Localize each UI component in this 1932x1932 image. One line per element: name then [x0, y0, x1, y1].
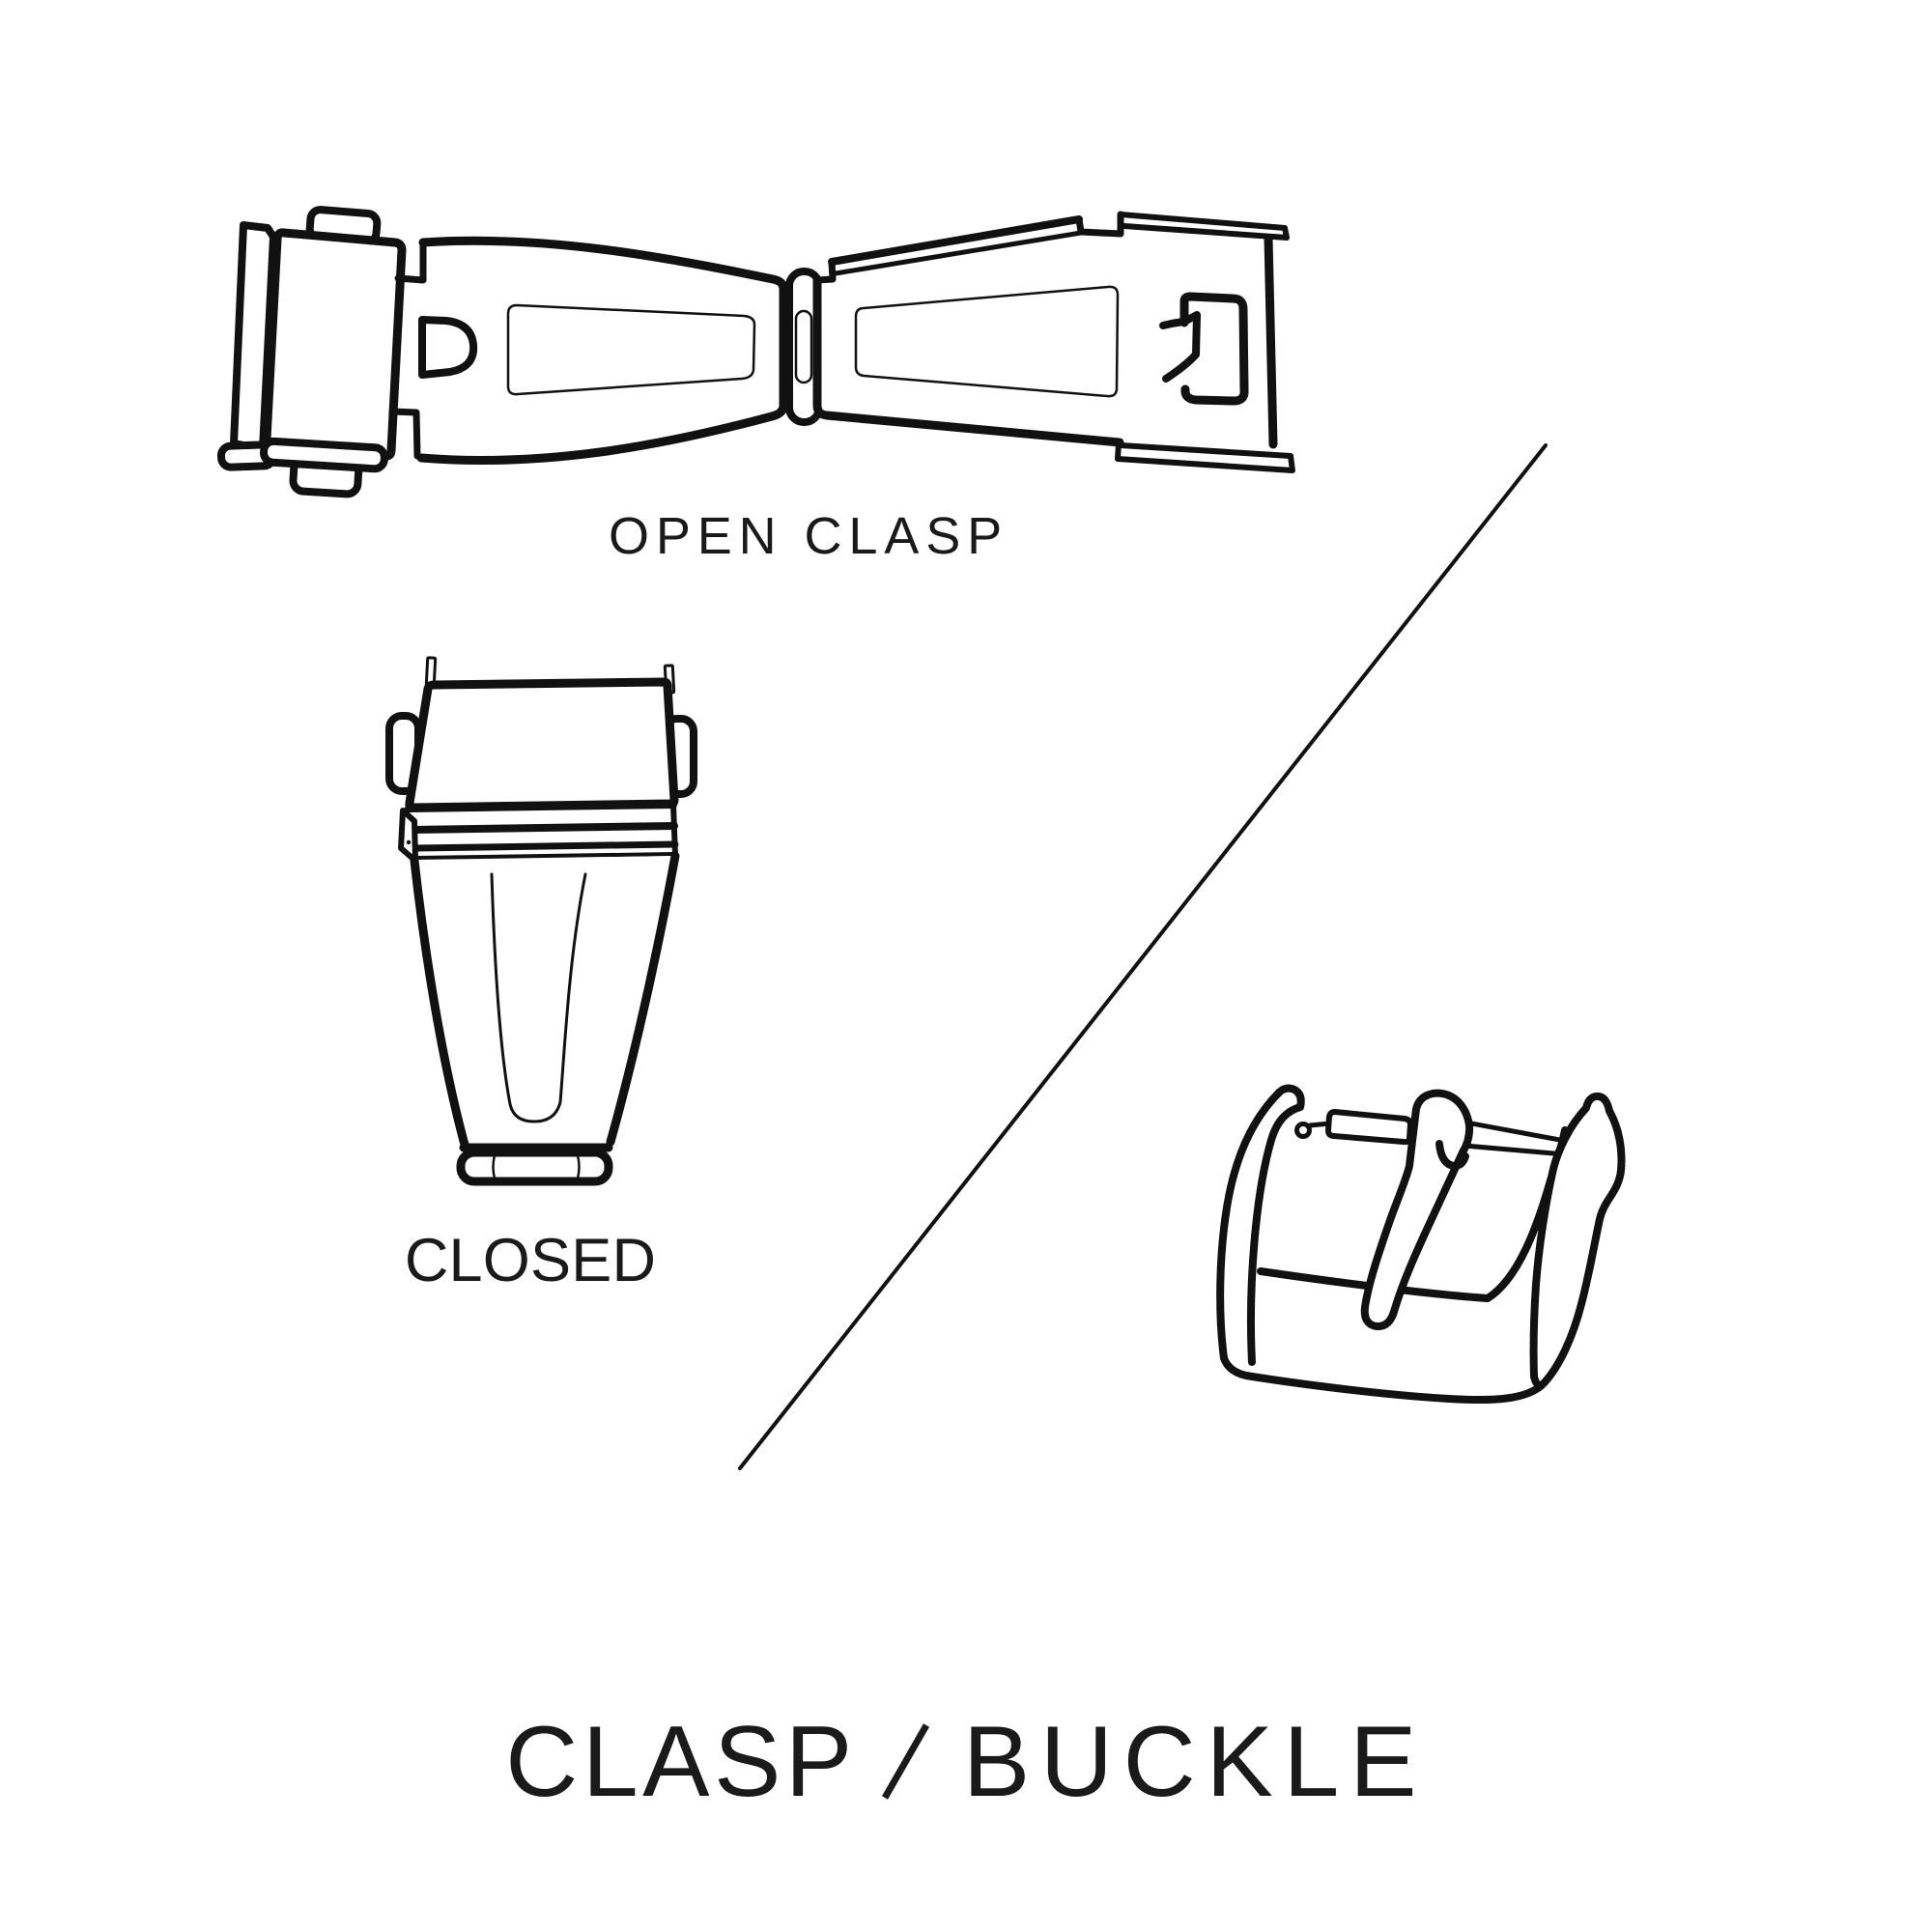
svg-text:BUCKLE: BUCKLE [963, 1706, 1427, 1818]
svg-text:OPEN CLASP: OPEN CLASP [609, 507, 1009, 565]
svg-text:CLASP: CLASP [505, 1706, 857, 1818]
svg-text:CLOSED: CLOSED [405, 1227, 656, 1294]
